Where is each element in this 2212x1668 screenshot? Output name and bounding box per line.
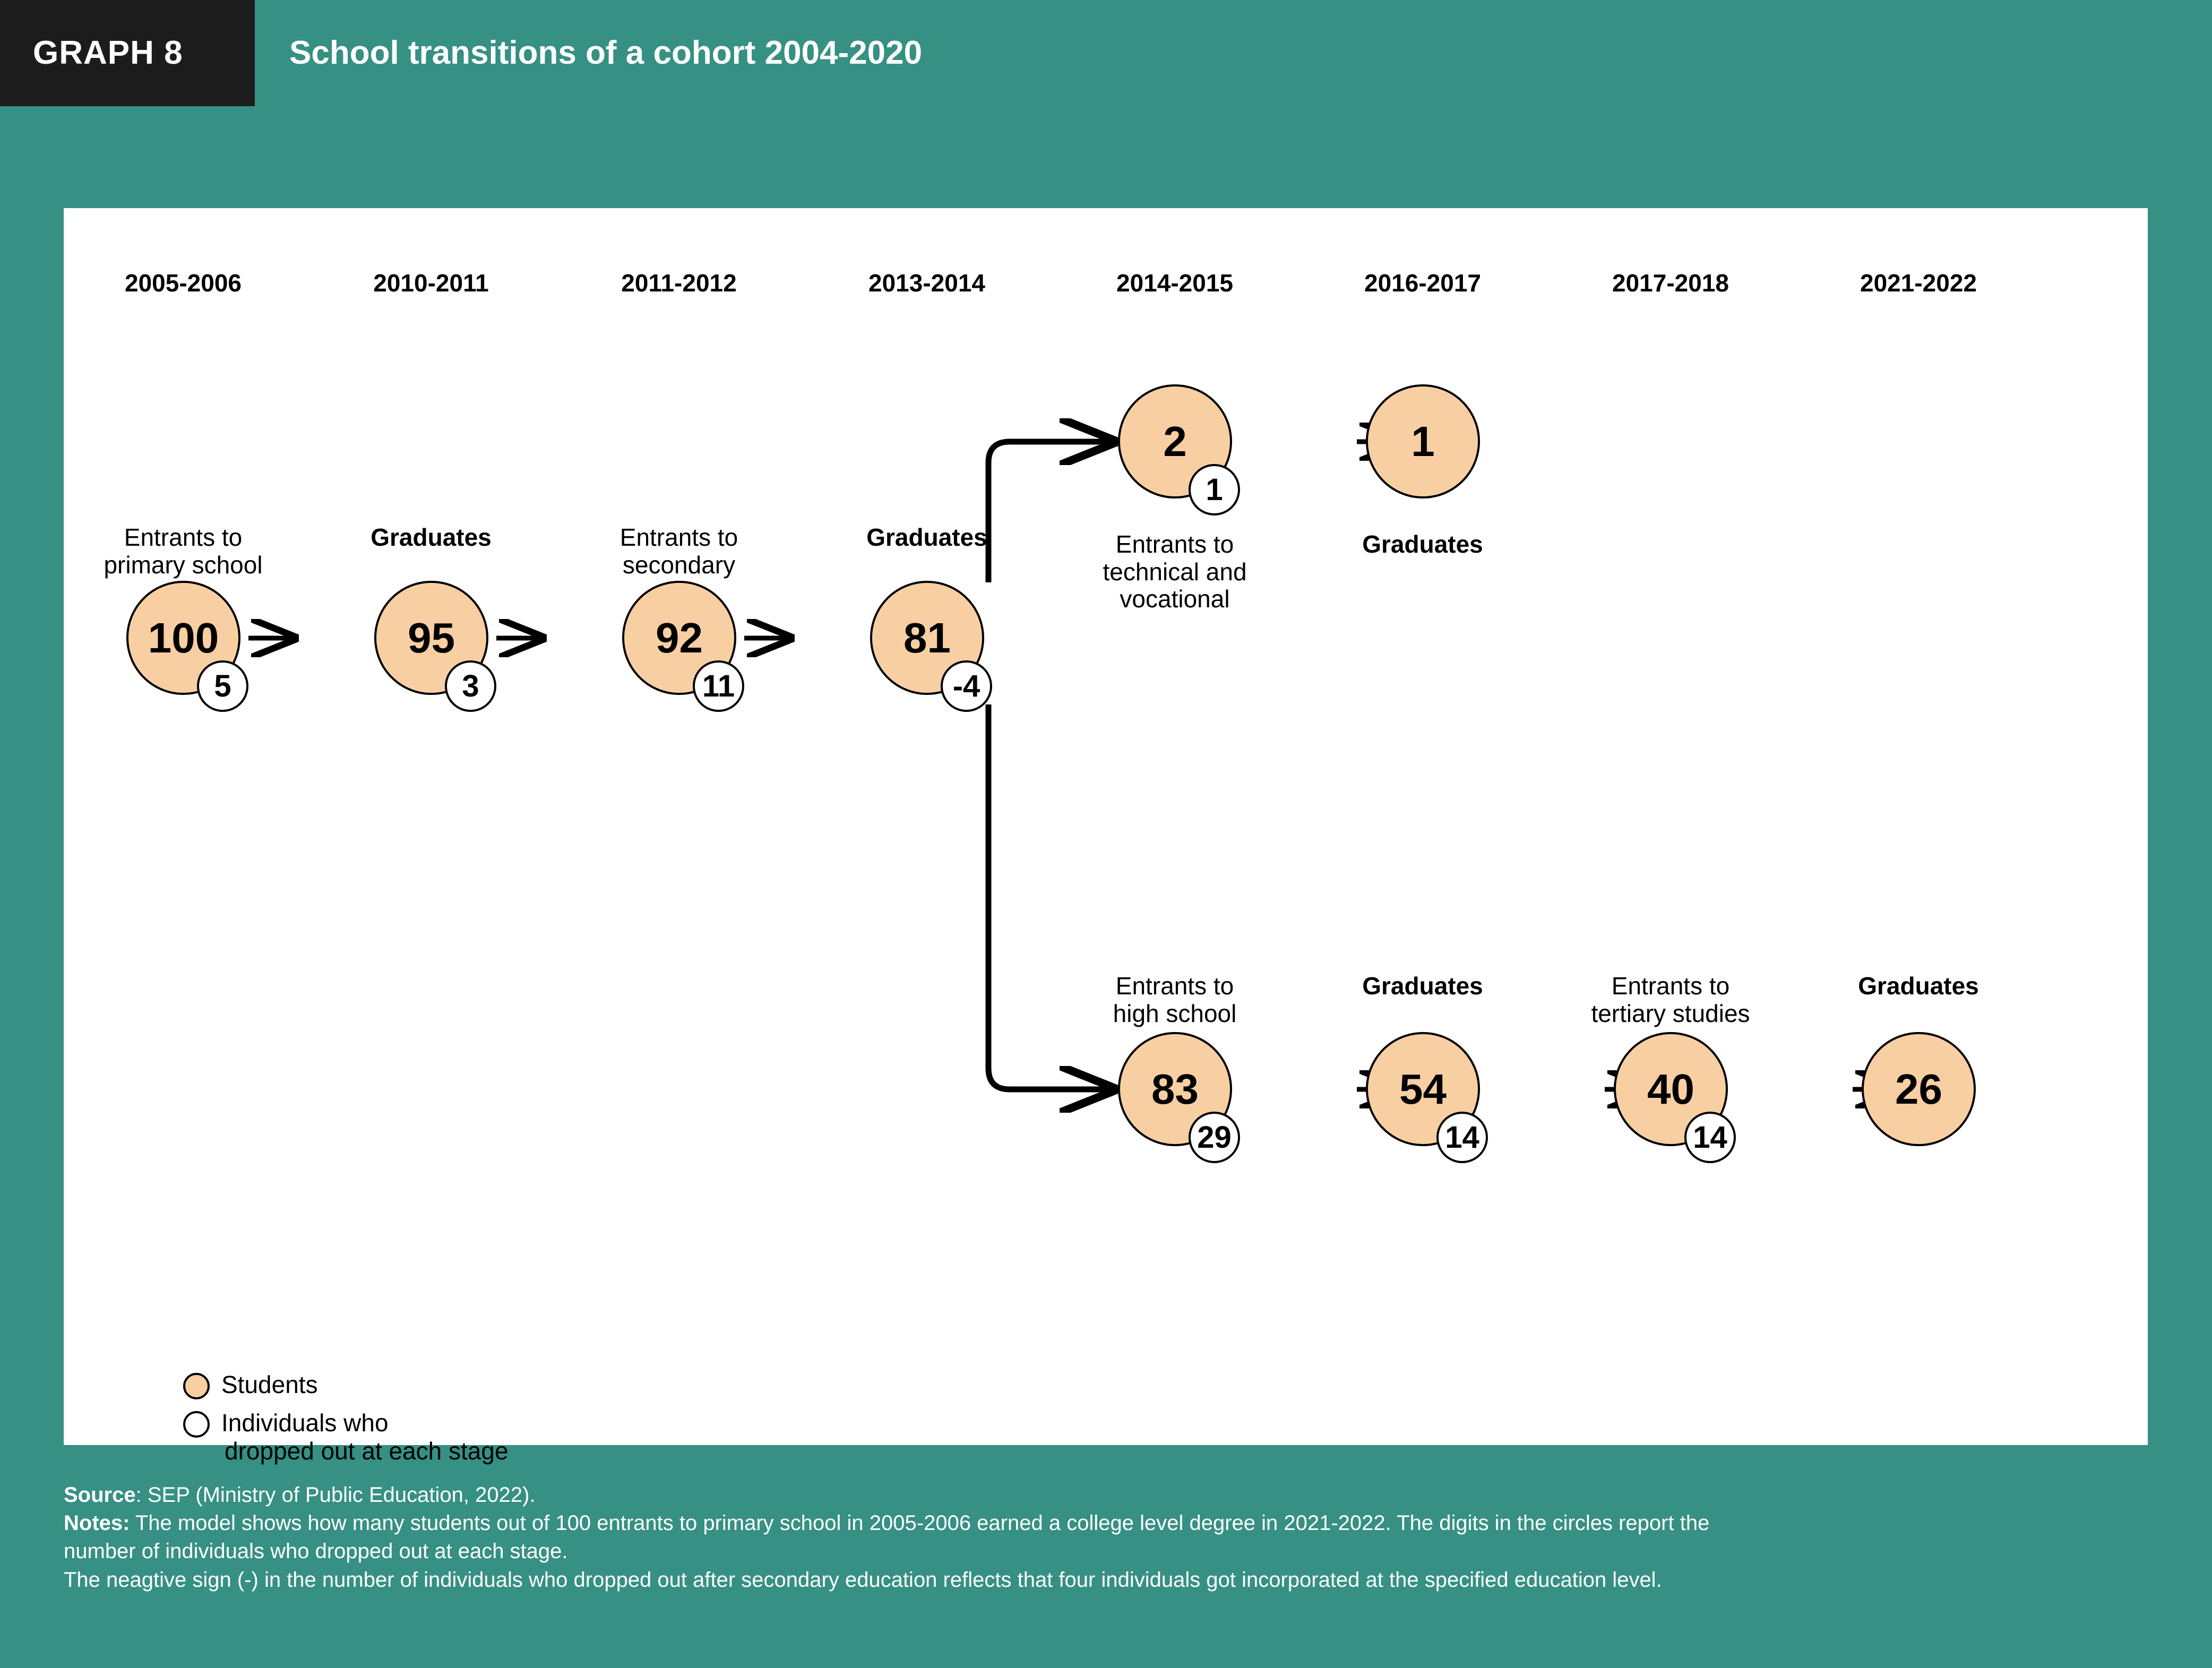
notes-line-2: number of individuals who dropped out at… xyxy=(64,1540,568,1563)
node-entrants-primary[interactable]: 100 5 xyxy=(126,581,302,756)
student-count: 2 xyxy=(1163,417,1187,465)
legend-label-dropouts-line1: Individuals who xyxy=(221,1409,389,1437)
graph-number-label: GRAPH 8 xyxy=(33,35,183,71)
dropout-badge: 11 xyxy=(693,660,744,712)
dropout-count: 14 xyxy=(1445,1120,1479,1155)
dropout-badge: 14 xyxy=(1684,1112,1736,1163)
node-graduates-secondary[interactable]: 81 -4 xyxy=(870,581,1045,756)
caption-graduates-technical: Graduates xyxy=(1362,530,1483,558)
node-graduates-tertiary[interactable]: 26 xyxy=(1862,1032,2037,1207)
year-label-2011-2012: 2011-2012 xyxy=(621,269,737,297)
node-entrants-tertiary[interactable]: 40 14 xyxy=(1614,1032,1789,1207)
caption-graduates-highschool: Graduates xyxy=(1362,972,1483,1000)
notes-text-1: The model shows how many students out of… xyxy=(130,1511,1710,1535)
notes-label: Notes: xyxy=(64,1511,130,1535)
student-circle: 95 xyxy=(374,581,488,695)
year-label-2021-2022: 2021-2022 xyxy=(1860,269,1977,297)
dropout-badge: 3 xyxy=(445,660,496,712)
node-entrants-highschool[interactable]: 83 29 xyxy=(1118,1032,1293,1207)
dropout-count: 14 xyxy=(1693,1120,1727,1155)
caption-graduates-primary: Graduates xyxy=(371,523,492,551)
year-label-2016-2017: 2016-2017 xyxy=(1364,269,1481,297)
dropouts-circle-icon xyxy=(183,1411,210,1438)
page-title: School transitions of a cohort 2004-2020 xyxy=(289,35,923,71)
node-entrants-technical[interactable]: 2 1 xyxy=(1118,384,1293,560)
student-count: 54 xyxy=(1399,1065,1447,1113)
dropout-count: 11 xyxy=(702,668,735,703)
student-circle: 26 xyxy=(1862,1032,1976,1146)
students-circle-icon xyxy=(183,1373,210,1399)
legend: Students Individuals who dropped out at … xyxy=(183,1371,509,1475)
dropout-count: 29 xyxy=(1197,1120,1232,1155)
legend-label-dropouts: Individuals who dropped out at each stag… xyxy=(221,1409,509,1465)
dropout-badge: 29 xyxy=(1189,1112,1240,1163)
student-count: 100 xyxy=(148,614,219,661)
student-circle: 1 xyxy=(1366,384,1480,498)
chart-panel: 2005-2006 2010-2011 2011-2012 2013-2014 … xyxy=(64,208,2148,1465)
dropout-badge: -4 xyxy=(941,660,992,712)
node-graduates-primary[interactable]: 95 3 xyxy=(374,581,549,756)
student-count: 1 xyxy=(1411,417,1435,465)
caption-graduates-secondary: Graduates xyxy=(866,523,987,551)
dropout-count: 5 xyxy=(214,668,231,703)
notes-line-3: The neagtive sign (-) in the number of i… xyxy=(64,1568,1662,1592)
year-label-2005-2006: 2005-2006 xyxy=(125,269,242,297)
student-circle: 54 xyxy=(1366,1032,1480,1146)
node-graduates-highschool[interactable]: 54 14 xyxy=(1366,1032,1541,1207)
node-graduates-technical[interactable]: 1 xyxy=(1366,384,1541,560)
notes-line-1: Notes: The model shows how many students… xyxy=(64,1509,2182,1537)
header-bar: GRAPH 8 School transitions of a cohort 2… xyxy=(0,0,2212,106)
year-label-2014-2015: 2014-2015 xyxy=(1116,269,1233,297)
dropout-badge: 14 xyxy=(1436,1112,1488,1163)
year-label-2013-2014: 2013-2014 xyxy=(868,269,985,297)
graph-number-badge: GRAPH 8 xyxy=(0,0,255,106)
dropout-badge: 5 xyxy=(197,660,248,712)
dropout-badge: 1 xyxy=(1189,464,1240,515)
student-count: 26 xyxy=(1895,1065,1942,1113)
student-count: 40 xyxy=(1647,1065,1694,1113)
year-label-2017-2018: 2017-2018 xyxy=(1612,269,1729,297)
source-text: : SEP (Ministry of Public Education, 202… xyxy=(135,1483,536,1507)
student-count: 95 xyxy=(408,614,455,661)
dropout-count: 3 xyxy=(462,668,479,703)
source-line: Source: SEP (Ministry of Public Educatio… xyxy=(64,1481,2182,1509)
source-label: Source xyxy=(64,1483,136,1507)
legend-item-dropouts: Individuals who dropped out at each stag… xyxy=(183,1409,509,1465)
dropout-count: 1 xyxy=(1206,472,1223,507)
footnotes: Source: SEP (Ministry of Public Educatio… xyxy=(64,1481,2182,1594)
student-count: 83 xyxy=(1151,1065,1199,1113)
node-entrants-secondary[interactable]: 92 11 xyxy=(622,581,797,756)
year-label-2010-2011: 2010-2011 xyxy=(373,269,489,297)
legend-label-dropouts-line2: dropped out at each stage xyxy=(225,1437,509,1465)
student-count: 92 xyxy=(656,614,703,661)
caption-graduates-tertiary: Graduates xyxy=(1858,972,1979,1000)
legend-item-students: Students xyxy=(183,1371,509,1399)
dropout-count: -4 xyxy=(952,668,980,703)
student-count: 81 xyxy=(903,614,951,661)
legend-label-students: Students xyxy=(221,1371,318,1398)
flow-connectors xyxy=(248,208,2148,1445)
